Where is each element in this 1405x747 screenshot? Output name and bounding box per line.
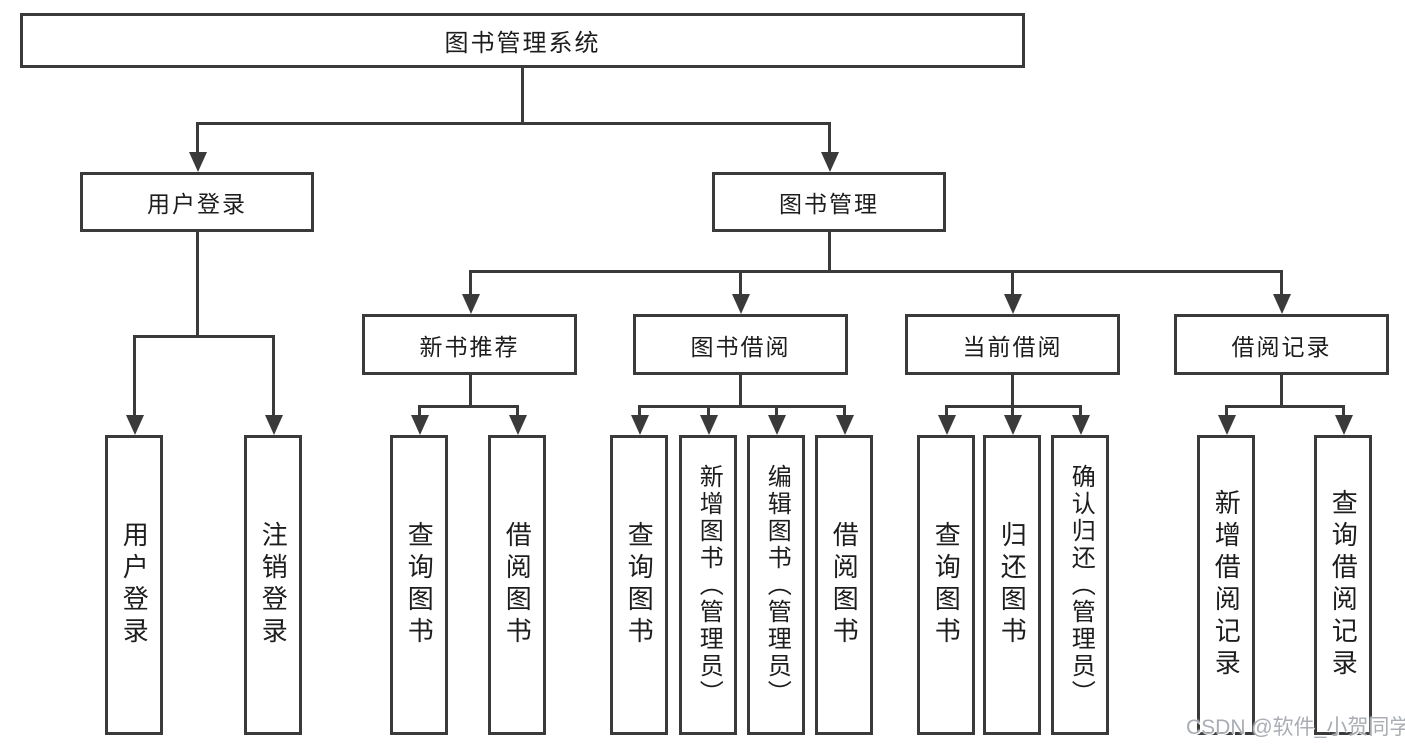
connector-vline bbox=[828, 232, 831, 270]
leaf-label: 注销登录 bbox=[258, 521, 289, 649]
node-label: 新书推荐 bbox=[419, 333, 520, 360]
leaf-label: 编辑图书（管理员） bbox=[763, 463, 791, 707]
leaf-label: 查询图书 bbox=[404, 521, 435, 649]
node-label: 当前借阅 bbox=[962, 333, 1063, 360]
arrow-down-icon bbox=[937, 405, 956, 435]
connector-vline bbox=[521, 68, 524, 122]
arrow-down-icon bbox=[264, 335, 283, 435]
node-label: 图书管理系统 bbox=[444, 30, 601, 57]
connector-vline bbox=[1280, 375, 1283, 405]
leaf-label: 借阅图书 bbox=[502, 521, 533, 649]
node-label: 图书管理 bbox=[779, 191, 879, 217]
leaf-label: 借阅图书 bbox=[829, 521, 860, 649]
csdn-watermark: CSDN @软件_小贺同学 bbox=[1186, 716, 1405, 739]
arrow-down-icon bbox=[1003, 405, 1022, 435]
connector-hline bbox=[418, 405, 519, 408]
leaf-add-borrow-record: 新增借阅记录 bbox=[1197, 435, 1255, 735]
arrow-down-icon bbox=[820, 122, 839, 172]
connector-vline bbox=[1011, 375, 1014, 405]
node-borrow-records: 借阅记录 bbox=[1174, 314, 1389, 375]
leaf-label: 查询图书 bbox=[624, 521, 655, 649]
node-user-login: 用户登录 bbox=[80, 172, 314, 232]
node-label: 图书借阅 bbox=[690, 333, 791, 360]
leaf-label: 新增图书（管理员） bbox=[695, 463, 723, 707]
leaf-label: 查询图书 bbox=[931, 521, 962, 649]
leaf-edit-book-admin: 编辑图书（管理员） bbox=[747, 435, 805, 735]
connector-hline bbox=[196, 122, 831, 125]
connector-hline bbox=[638, 405, 846, 408]
arrow-down-icon bbox=[1272, 270, 1291, 314]
leaf-confirm-return-admin: 确认归还（管理员） bbox=[1051, 435, 1109, 735]
leaf-logout: 注销登录 bbox=[244, 435, 302, 735]
leaf-borrow-books-borrowing: 借阅图书 bbox=[815, 435, 873, 735]
arrow-down-icon bbox=[835, 405, 854, 435]
arrow-down-icon bbox=[461, 270, 480, 314]
leaf-query-books-borrowing: 查询图书 bbox=[610, 435, 668, 735]
node-label: 借阅记录 bbox=[1231, 333, 1332, 360]
connector-hline bbox=[133, 335, 275, 338]
connector-hline bbox=[469, 270, 1283, 273]
leaf-label: 新增借阅记录 bbox=[1211, 489, 1242, 681]
leaf-label: 归还图书 bbox=[997, 521, 1028, 649]
node-book-borrowing: 图书借阅 bbox=[633, 314, 848, 375]
node-book-management: 图书管理 bbox=[712, 172, 946, 232]
connector-vline bbox=[469, 375, 472, 405]
arrow-down-icon bbox=[410, 405, 429, 435]
arrow-down-icon bbox=[699, 405, 718, 435]
arrow-down-icon bbox=[1334, 405, 1353, 435]
node-new-book-recommend: 新书推荐 bbox=[362, 314, 577, 375]
arrow-down-icon bbox=[1003, 270, 1022, 314]
arrow-down-icon bbox=[731, 270, 750, 314]
arrow-down-icon bbox=[630, 405, 649, 435]
node-label: 用户登录 bbox=[147, 191, 247, 217]
leaf-return-book: 归还图书 bbox=[983, 435, 1041, 735]
node-current-borrowing: 当前借阅 bbox=[905, 314, 1120, 375]
leaf-query-books-recommend: 查询图书 bbox=[390, 435, 448, 735]
connector-vline bbox=[739, 375, 742, 405]
leaf-label: 用户登录 bbox=[119, 521, 150, 649]
leaf-query-borrow-record: 查询借阅记录 bbox=[1314, 435, 1372, 735]
leaf-user-login: 用户登录 bbox=[105, 435, 163, 735]
arrow-down-icon bbox=[767, 405, 786, 435]
leaf-query-books-current: 查询图书 bbox=[917, 435, 975, 735]
arrow-down-icon bbox=[125, 335, 144, 435]
connector-hline bbox=[1225, 405, 1345, 408]
leaf-borrow-books-recommend: 借阅图书 bbox=[488, 435, 546, 735]
leaf-label: 确认归还（管理员） bbox=[1067, 463, 1095, 707]
connector-vline bbox=[196, 232, 199, 335]
arrow-down-icon bbox=[1217, 405, 1236, 435]
arrow-down-icon bbox=[188, 122, 207, 172]
leaf-label: 查询借阅记录 bbox=[1328, 489, 1359, 681]
node-library-management-system: 图书管理系统 bbox=[20, 13, 1025, 68]
arrow-down-icon bbox=[508, 405, 527, 435]
leaf-add-book-admin: 新增图书（管理员） bbox=[679, 435, 737, 735]
arrow-down-icon bbox=[1071, 405, 1090, 435]
